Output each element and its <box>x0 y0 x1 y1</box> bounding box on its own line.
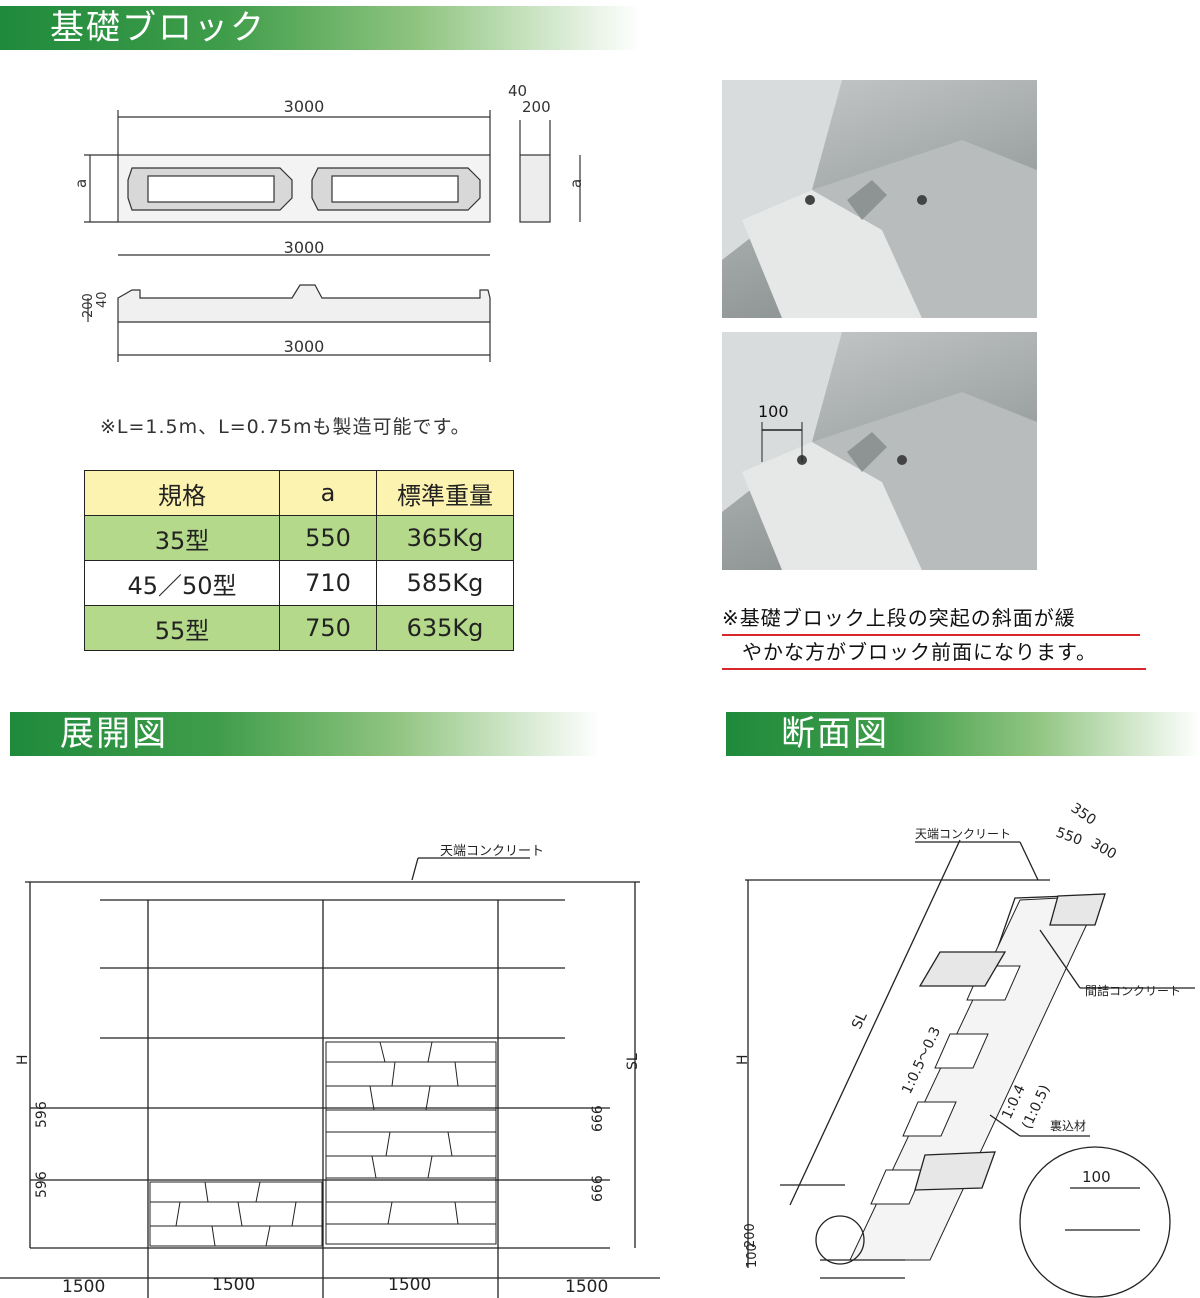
elevation-drawing: 天端コンクリート H SL 596 596 666 666 1500 1500 … <box>0 844 660 1298</box>
section-SL: SL <box>849 1010 871 1032</box>
spec-header-a: a <box>279 470 377 516</box>
elevation-666-a: 666 <box>590 1105 606 1132</box>
elevation-width-1: 1500 <box>62 1277 105 1297</box>
spec-cell: 365Kg <box>376 515 514 561</box>
dim-length-top: 3000 <box>284 97 325 116</box>
elevation-width-4: 1500 <box>565 1277 608 1297</box>
section-title-kiso-block: 基礎ブロック <box>0 6 640 50</box>
stone-pattern-left <box>149 1181 323 1247</box>
elevation-width-2: 1500 <box>212 1275 255 1295</box>
section-d200: 200 <box>743 1223 758 1248</box>
elevation-596-b: 596 <box>34 1171 50 1198</box>
dim-a-plan: a <box>72 179 90 188</box>
dim-200-side: 200 <box>81 293 96 318</box>
section-title-danmen: 断面図 <box>726 712 1200 756</box>
caution-note: ※基礎ブロック上段の突起の斜面が緩 やかな方がブロック前面になります。 <box>722 602 1146 670</box>
dim-40-side: 40 <box>95 291 110 308</box>
elevation-SL: SL <box>625 1053 641 1070</box>
spec-cell: 45／50型 <box>84 560 280 606</box>
dim-length-bottom: 3000 <box>284 238 325 257</box>
section-d550: 550 <box>1054 825 1085 849</box>
table-row: 55型 750 635Kg <box>84 605 514 651</box>
section-H: H <box>735 1054 751 1065</box>
block-photo-2-shapes: 100 <box>722 332 1037 570</box>
caution-line-2: やかな方がブロック前面になります。 <box>722 636 1146 670</box>
stone-pattern-right <box>325 1041 497 1245</box>
spec-cell: 585Kg <box>376 560 514 606</box>
elevation-H: H <box>15 1054 31 1065</box>
table-row: 45／50型 710 585Kg <box>84 560 514 606</box>
section-d350: 350 <box>1068 800 1099 828</box>
spec-cell: 710 <box>279 560 377 606</box>
dim-length-side: 3000 <box>284 337 325 356</box>
spec-header-weight: 標準重量 <box>376 470 514 516</box>
section-blocks <box>870 965 1021 1205</box>
elevation-596-a: 596 <box>34 1101 50 1128</box>
cross-section-drawing: 350 550 300 天端コンクリート H SL 1:0.5～0.3 1:0.… <box>735 800 1195 1298</box>
elevation-width-3: 1500 <box>388 1275 431 1295</box>
table-row: 35型 550 365Kg <box>84 515 514 561</box>
section-drain-label: 裏込材 <box>1050 1118 1086 1133</box>
spec-table: 規格 a 標準重量 35型 550 365Kg 45／50型 710 585Kg… <box>84 470 514 651</box>
section-top-label: 天端コンクリート <box>915 827 1011 841</box>
dim-40: 40 <box>508 82 527 100</box>
block-photo-1-shapes <box>722 80 1037 318</box>
block-photo-1 <box>722 80 1037 318</box>
spec-cell: 55型 <box>84 605 280 651</box>
elevation-top-label: 天端コンクリート <box>440 844 544 859</box>
section-d100: 100 <box>1082 1168 1111 1186</box>
caution-line-1: ※基礎ブロック上段の突起の斜面が緩 <box>722 602 1140 636</box>
dim-200: 200 <box>522 98 551 116</box>
spec-header-kikaku: 規格 <box>84 470 280 516</box>
spec-cell: 550 <box>279 515 377 561</box>
section-fill-label: 間詰コンクリート <box>1085 983 1181 998</box>
elevation-666-b: 666 <box>590 1175 606 1202</box>
length-note: ※L=1.5m、L=0.75mも製造可能です。 <box>100 416 471 438</box>
block-photo-2: 100 <box>722 332 1037 570</box>
photo-dim-100: 100 <box>758 402 789 421</box>
spec-cell: 750 <box>279 605 377 651</box>
section-title-tenkai: 展開図 <box>10 712 600 756</box>
spec-cell: 635Kg <box>376 605 514 651</box>
spec-cell: 35型 <box>84 515 280 561</box>
section-d100b: 100 <box>745 1243 760 1268</box>
section-d300: 300 <box>1088 836 1119 863</box>
dim-a-side: a <box>567 179 585 188</box>
block-dimension-drawing: 3000 a 3000 40 200 a 200 40 3000 <box>72 82 585 362</box>
